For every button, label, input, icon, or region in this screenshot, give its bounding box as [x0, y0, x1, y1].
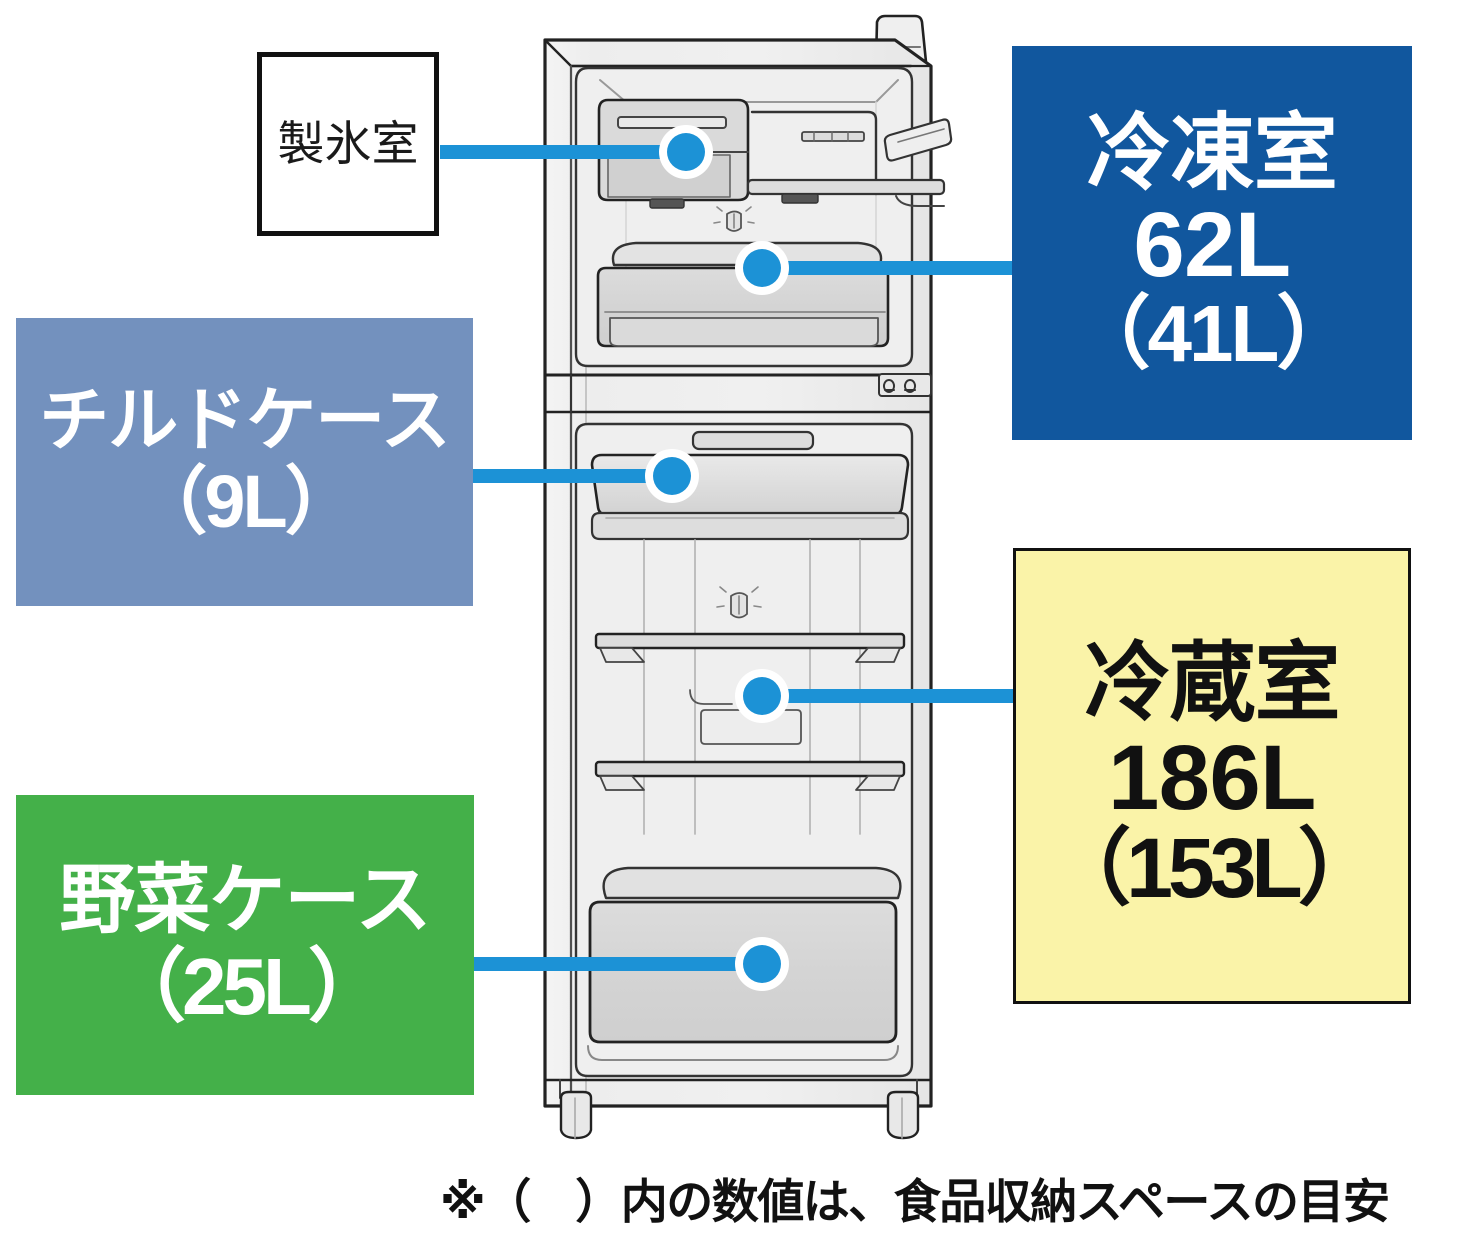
freezer-drawer — [596, 241, 890, 348]
freezer-compartment — [574, 66, 953, 397]
chilled-case-usable-capacity: （9L） — [133, 459, 358, 543]
vegetable-case-usable-capacity: （25L） — [106, 941, 388, 1031]
label-box-chilled-case[interactable]: チルドケース （9L） — [16, 318, 473, 606]
fridge-capacity: 186L — [1108, 727, 1316, 830]
label-box-freezer[interactable]: 冷凍室 62L （41L） — [1012, 46, 1412, 440]
chilled-case-label: チルドケース — [39, 380, 450, 459]
freezer-lamp-icon — [713, 206, 755, 232]
freezer-usable-capacity: （41L） — [1070, 288, 1357, 378]
freezer-label: 冷凍室 — [1086, 106, 1338, 201]
fridge-label: 冷蔵室 — [1084, 635, 1341, 732]
glass-shelf-2 — [594, 760, 906, 791]
control-panel — [878, 373, 932, 397]
ice-room-label: 製氷室 — [277, 117, 419, 171]
vegetable-drawer — [587, 866, 902, 1061]
label-box-ice-room[interactable]: 製氷室 — [257, 52, 439, 236]
label-box-refrigerator[interactable]: 冷蔵室 186L （153L） — [1013, 548, 1411, 1004]
freezer-capacity: 62L — [1133, 194, 1291, 297]
refrigerator-compartment — [574, 422, 914, 1078]
glass-shelf-1 — [594, 632, 906, 663]
adjustable-feet — [559, 1090, 920, 1140]
fridge-lamp-icon — [716, 586, 762, 619]
fridge-usable-capacity: （153L） — [1047, 820, 1381, 915]
footnote-text: ※（ ）内の数値は、食品収納スペースの目安 — [440, 1175, 1390, 1228]
freezer-rack — [746, 110, 953, 207]
label-box-vegetable-case[interactable]: 野菜ケース （25L） — [16, 795, 474, 1095]
ice-maker-tray — [597, 98, 750, 209]
vegetable-case-label: 野菜ケース — [59, 858, 431, 944]
chilled-case-shelf — [590, 453, 910, 541]
